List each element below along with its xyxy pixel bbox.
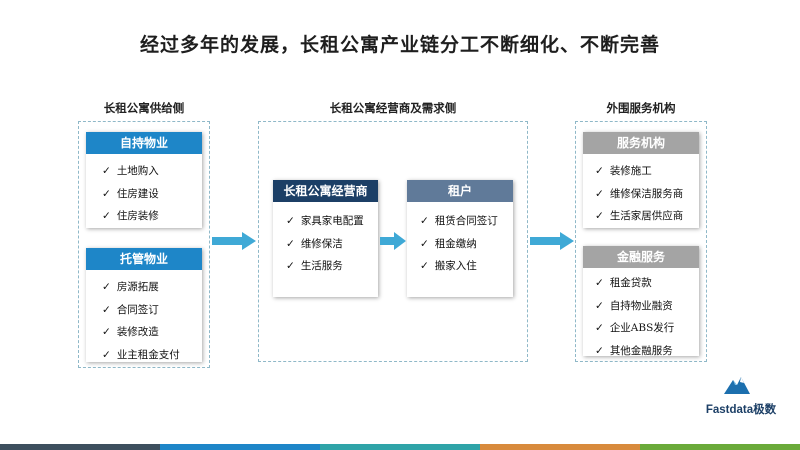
color-segment (640, 444, 800, 450)
list-item: ✓房源拓展 (102, 281, 159, 293)
list-item: ✓维修保洁服务商 (595, 187, 684, 200)
check-icon: ✓ (595, 277, 604, 289)
card-title: 金融服务 (583, 246, 699, 268)
check-icon: ✓ (102, 303, 111, 316)
list-item: ✓合同签订 (102, 303, 159, 316)
list-item: ✓租金贷款 (595, 277, 652, 289)
operator-card: 长租公寓经营商 ✓家具家电配置 ✓维修保洁 ✓生活服务 (273, 180, 378, 297)
list-item: ✓租赁合同签订 (420, 215, 498, 227)
list-item: ✓搬家入住 (420, 260, 477, 272)
tenant-card: 租户 ✓租赁合同签订 ✓租金缴纳 ✓搬家入住 (407, 180, 513, 297)
list-item: ✓其他金融服务 (595, 344, 673, 357)
card-title: 租户 (407, 180, 513, 202)
color-segment (160, 444, 320, 450)
check-icon: ✓ (286, 237, 295, 250)
list-item: ✓企业ABS发行 (595, 322, 675, 334)
service-agency-card: 服务机构 ✓装修施工 ✓维修保洁服务商 ✓生活家居供应商 (583, 132, 699, 228)
check-icon: ✓ (595, 187, 604, 200)
slide-title: 经过多年的发展，长租公寓产业链分工不断细化、不断完善 (139, 34, 660, 56)
check-icon: ✓ (102, 326, 111, 338)
bottom-color-bar (0, 444, 800, 450)
managed-property-card: 托管物业 ✓房源拓展 ✓合同签订 ✓装修改造 ✓业主租金支付 (86, 248, 202, 362)
list-item: ✓维修保洁 (286, 237, 343, 250)
supply-column-frame (78, 121, 210, 368)
operator-column-frame (258, 121, 528, 362)
flow-arrow-icon (212, 232, 256, 250)
check-icon: ✓ (595, 344, 604, 357)
external-column-title: 外围服务机构 (606, 101, 676, 115)
check-icon: ✓ (102, 165, 111, 177)
flow-arrow-icon (530, 232, 574, 250)
list-item: ✓家具家电配置 (286, 215, 364, 227)
check-icon: ✓ (420, 215, 429, 227)
list-item: ✓土地购入 (102, 165, 159, 177)
list-item: ✓住房装修 (102, 210, 159, 222)
card-title: 托管物业 (86, 248, 202, 270)
check-icon: ✓ (286, 260, 295, 272)
check-icon: ✓ (102, 210, 111, 222)
check-icon: ✓ (102, 348, 111, 361)
list-item: ✓装修改造 (102, 326, 159, 338)
list-item: ✓租金缴纳 (420, 237, 477, 250)
list-item: ✓装修施工 (595, 165, 652, 177)
flow-arrow-icon (380, 232, 406, 250)
operator-column-title: 长租公寓经营商及需求侧 (329, 101, 457, 115)
supply-column-title: 长租公寓供给侧 (103, 101, 185, 115)
card-title: 长租公寓经营商 (273, 180, 378, 202)
fastdata-logo-text: Fastdata极数 (705, 404, 777, 416)
external-column-frame (575, 121, 707, 362)
check-icon: ✓ (595, 210, 604, 222)
fastdata-logo-icon (724, 377, 750, 394)
check-icon: ✓ (420, 260, 429, 272)
list-item: ✓生活家居供应商 (595, 210, 684, 222)
list-item: ✓生活服务 (286, 260, 343, 272)
card-title: 服务机构 (583, 132, 699, 154)
check-icon: ✓ (286, 215, 295, 227)
color-segment (480, 444, 640, 450)
self-owned-property-card: 自持物业 ✓土地购入 ✓住房建设 ✓住房装修 (86, 132, 202, 228)
check-icon: ✓ (595, 322, 604, 334)
color-segment (320, 444, 480, 450)
check-icon: ✓ (595, 165, 604, 177)
list-item: ✓业主租金支付 (102, 348, 180, 361)
financial-services-card: 金融服务 ✓租金贷款 ✓自持物业融资 ✓企业ABS发行 ✓其他金融服务 (583, 246, 699, 357)
color-segment (0, 444, 160, 450)
list-item: ✓自持物业融资 (595, 299, 673, 312)
check-icon: ✓ (595, 299, 604, 312)
list-item: ✓住房建设 (102, 187, 159, 200)
check-icon: ✓ (420, 237, 429, 250)
check-icon: ✓ (102, 187, 111, 200)
check-icon: ✓ (102, 281, 111, 293)
card-title: 自持物业 (86, 132, 202, 154)
